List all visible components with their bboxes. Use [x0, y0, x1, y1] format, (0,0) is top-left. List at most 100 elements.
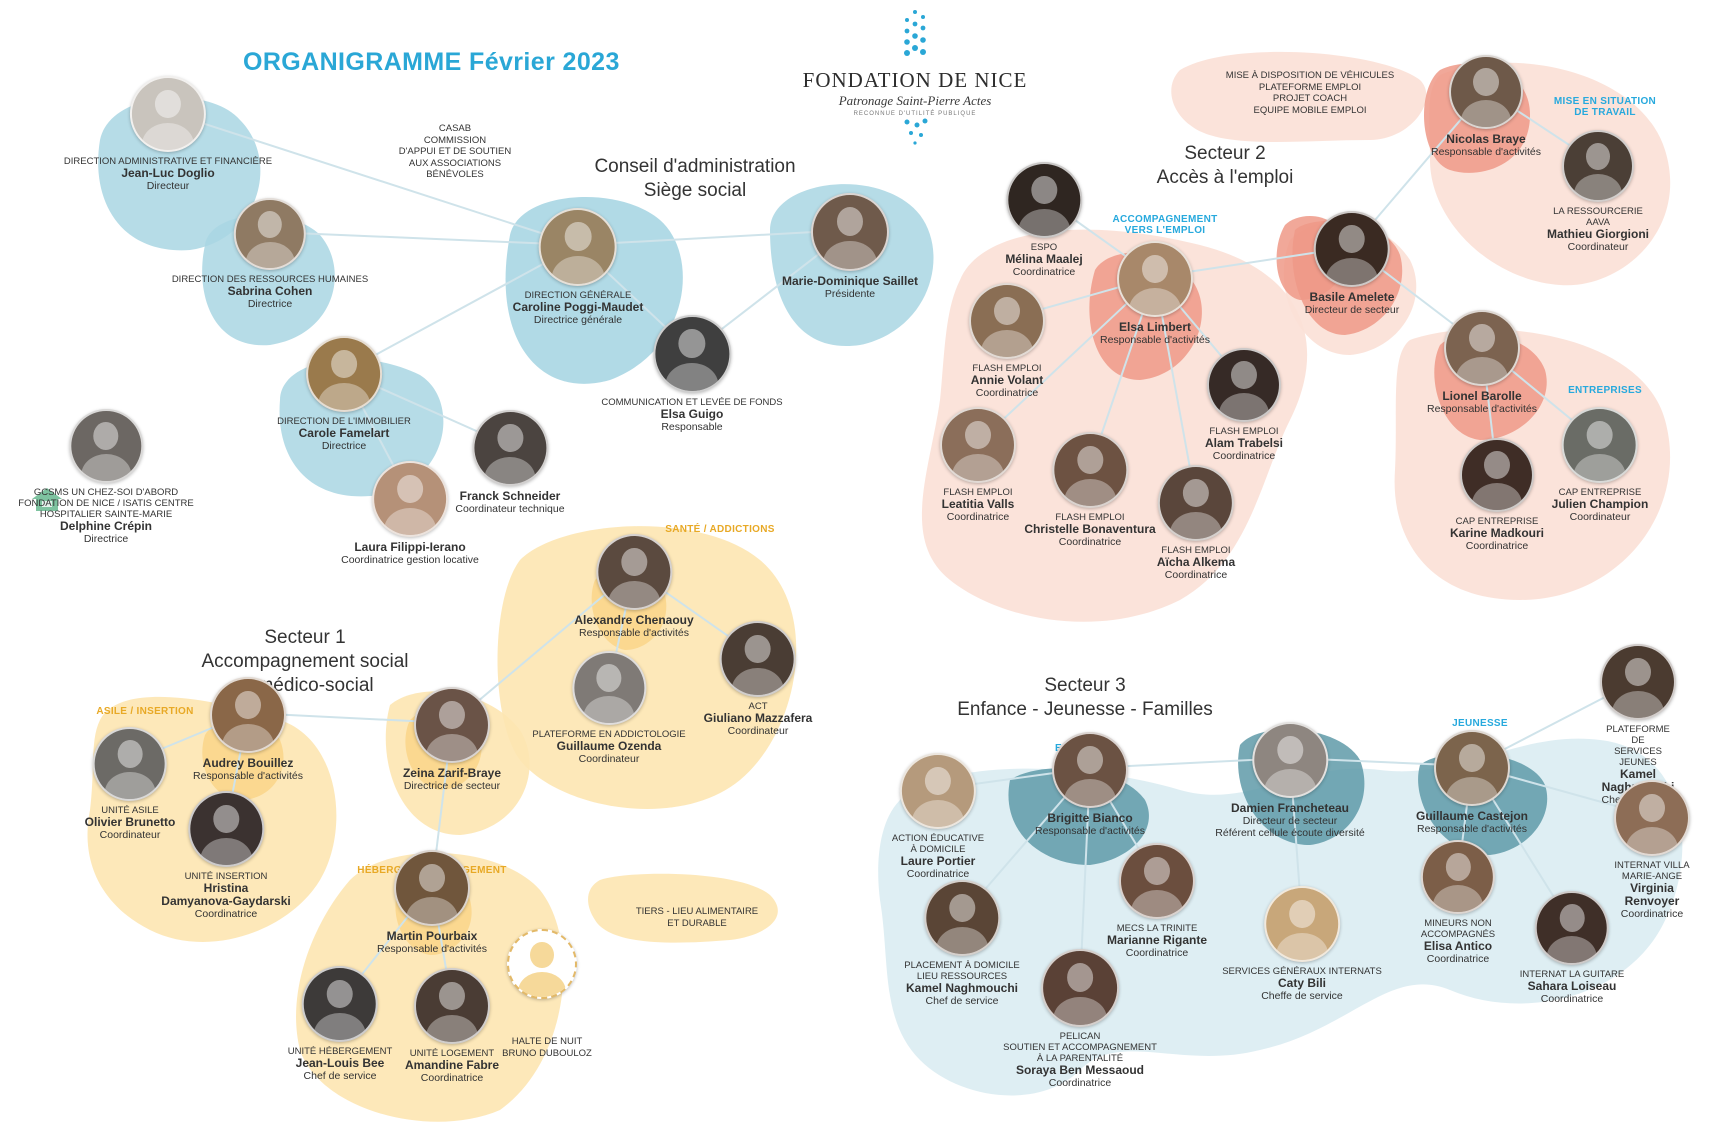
logo-name: FONDATION DE NICE	[802, 68, 1028, 92]
person-role: Coordinateur	[578, 753, 640, 765]
person-role: Directrice	[247, 298, 293, 310]
avatar	[209, 677, 286, 753]
person-name: Elisa Antico	[1423, 939, 1493, 953]
person-role: Responsable d'activités	[377, 943, 487, 955]
person-role: Coordinateur	[1569, 511, 1631, 523]
person-name: Audrey Bouillez	[202, 756, 294, 770]
person-pre: UNITÉ HÉBERGEMENT	[287, 1046, 393, 1057]
avatar	[1263, 886, 1340, 962]
person-role: Coordinateur technique	[455, 503, 565, 515]
person-name: Elsa Limbert	[1118, 320, 1192, 334]
person-name: Olivier Brunetto	[84, 815, 176, 829]
avatar	[571, 651, 646, 725]
house-icon	[32, 488, 62, 511]
avatar	[1116, 241, 1193, 317]
person-role: Coordinatrice	[1426, 953, 1490, 965]
person-name: Alam Trabelsi	[1204, 436, 1284, 450]
avatar	[1600, 644, 1676, 720]
person-role: Chef de service	[303, 1070, 377, 1082]
tag-accompagnement: ACCOMPAGNEMENT VERS L'EMPLOI	[1112, 214, 1218, 236]
person-name: Elsa Guigo	[660, 407, 724, 421]
avatar	[652, 315, 731, 393]
person-name: Guillaume Castejon	[1415, 809, 1529, 823]
person-pre: UNITÉ INSERTION	[184, 871, 268, 882]
person-role: Responsable d'activités	[1417, 823, 1527, 835]
person-name: Nicolas Braye	[1446, 132, 1526, 146]
person-pre: ACTION ÉDUCATIVE À DOMICILE	[891, 833, 985, 855]
person-pre: COMMUNICATION ET LEVÉE DE FONDS	[601, 397, 783, 408]
person-role: Directrice	[321, 440, 367, 452]
person-name: Laure Portier	[900, 854, 976, 868]
logo-subtitle: Patronage Saint-Pierre Actes	[838, 93, 992, 108]
tag-sante: SANTÉ / ADDICTIONS	[665, 524, 775, 535]
person-name: Marie-Dominique Saillet	[781, 274, 919, 288]
person-role: Coordinatrice	[194, 908, 258, 920]
person-pre: PLACEMENT À DOMICILE LIEU RESSOURCES	[904, 960, 1020, 982]
person-name: Carole Famelart	[298, 426, 390, 440]
person-role: Coordinatrice	[1048, 1077, 1112, 1089]
person-pre: INTERNAT LA GUITARE	[1519, 969, 1625, 980]
person-pre: UNITÉ LOGEMENT	[409, 1048, 495, 1059]
person-pre: DIRECTION DES RESSOURCES HUMAINES	[171, 274, 369, 285]
person-pre: FLASH EMPLOI	[1161, 545, 1231, 556]
avatar	[1420, 840, 1495, 914]
avatar	[1052, 432, 1128, 508]
avatar	[596, 534, 672, 610]
person-pre: CAP ENTREPRISE	[1558, 487, 1642, 498]
person-name: Hristina Damyanova-Gaydarski	[161, 881, 291, 908]
person-name: Zeina Zarif-Braye	[402, 766, 502, 780]
person-name: Karine Madkouri	[1449, 526, 1545, 540]
avatar	[940, 407, 1016, 483]
person-name: Mathieu Giorgioni	[1547, 227, 1649, 241]
person-name: Caty Bili	[1277, 976, 1327, 990]
person-name: Mélina Maalej	[1005, 252, 1083, 266]
person-pre: PLATEFORME DE SERVICES JEUNES	[1606, 724, 1670, 768]
person-role: Responsable	[661, 421, 723, 433]
person-role: Responsable d'activités	[1431, 146, 1541, 158]
person-role: Coordinatrice	[946, 511, 1010, 523]
person-role: Directeur	[146, 180, 190, 192]
person-role: Coordinatrice gestion locative	[341, 554, 479, 566]
person-name: Jean-Louis Bee	[295, 1056, 385, 1070]
person-role: Responsable d'activités	[579, 627, 689, 639]
person-role: Responsable d'activités	[1035, 825, 1145, 837]
logo-small-text: RECONNUE D'UTILITÉ PUBLIQUE	[853, 111, 977, 117]
person-name: Sahara Loiseau	[1527, 979, 1617, 993]
person-halte	[507, 929, 577, 1003]
avatar	[234, 198, 306, 270]
person-name: Basile Amelete	[1309, 290, 1395, 304]
secteur-1-heading: Secteur 1 Accompagnement social et médic…	[201, 627, 409, 696]
avatar	[1434, 730, 1510, 806]
person-name: Jean-Luc Doglio	[121, 166, 215, 180]
person-pre: PELICAN SOUTIEN ET ACCOMPAGNEMENT À LA P…	[1003, 1031, 1157, 1064]
person-name: Sabrina Cohen	[227, 284, 313, 298]
avatar	[1443, 310, 1520, 386]
avatar	[413, 687, 490, 763]
person-role: Responsable d'activités	[1100, 334, 1210, 346]
person-role: Directrice	[83, 533, 129, 545]
person-name: Alexandre Chenaouy	[574, 613, 694, 627]
person-role: Responsable d'activités	[1427, 403, 1537, 415]
person-name: Giuliano Mazzafera	[703, 711, 813, 725]
avatar	[1119, 843, 1195, 919]
person-role: Coordinatrice	[1012, 266, 1076, 278]
avatar	[1313, 211, 1390, 287]
avatar	[306, 336, 382, 412]
avatar	[471, 410, 548, 486]
